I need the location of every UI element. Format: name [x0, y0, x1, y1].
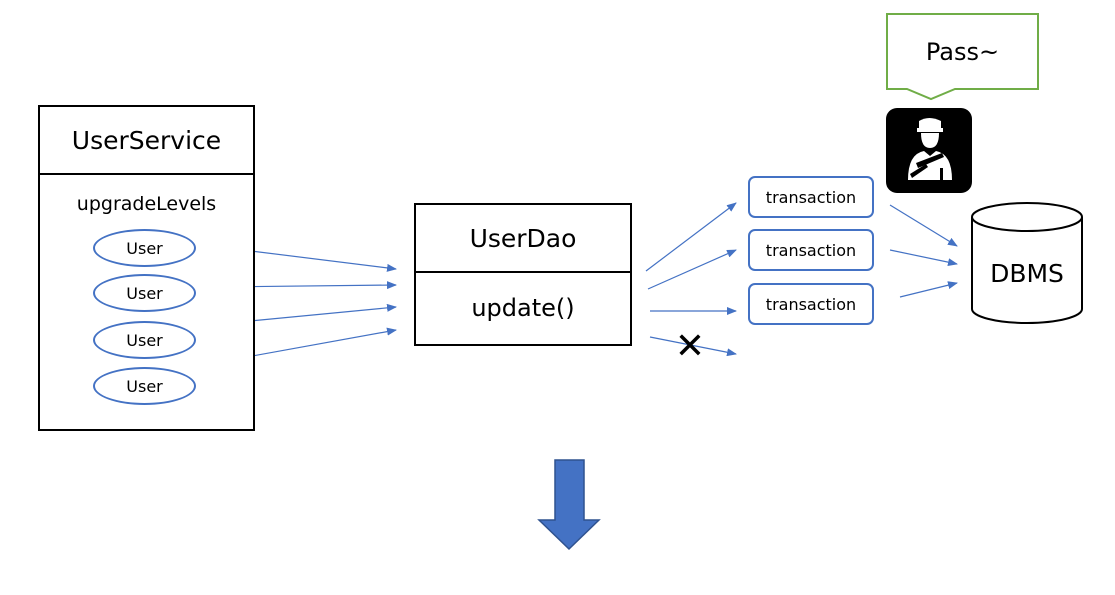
- cross-icon: ✕: [674, 326, 706, 367]
- police-officer-icon: [886, 108, 972, 193]
- user-dao-title: UserDao: [416, 205, 630, 273]
- police-officer-glyph: [908, 118, 952, 180]
- speech-bubble-text: Pass~: [925, 37, 1000, 66]
- user-oval-1: User: [93, 229, 196, 267]
- transaction-box-1: transaction: [748, 176, 874, 218]
- user-oval-3: User: [93, 321, 196, 359]
- arrow-tx-1-to-dbms: [889, 204, 958, 247]
- down-arrow-icon: [537, 459, 601, 551]
- update-method-label: update(): [471, 293, 575, 322]
- dbms-cylinder: [971, 202, 1083, 324]
- dbms-label: DBMS: [990, 258, 1064, 288]
- user-oval-4: User: [93, 367, 196, 405]
- arrow-tx-2-to-dbms: [889, 249, 958, 267]
- user-dao-box: UserDao update(): [414, 203, 632, 346]
- arrow-tx-3-to-dbms: [899, 281, 958, 298]
- upgrade-levels-label: upgradeLevels: [76, 193, 217, 215]
- transaction-box-2: transaction: [748, 229, 874, 271]
- user-oval-2: User: [93, 274, 196, 312]
- arrow-dao-to-tx-1: [645, 202, 737, 272]
- transaction-box-3: transaction: [748, 283, 874, 325]
- speech-bubble: [886, 13, 1039, 101]
- arrow-dao-blocked: [649, 336, 737, 357]
- arrow-dao-to-tx-2: [647, 249, 737, 290]
- user-service-title: UserService: [40, 107, 253, 175]
